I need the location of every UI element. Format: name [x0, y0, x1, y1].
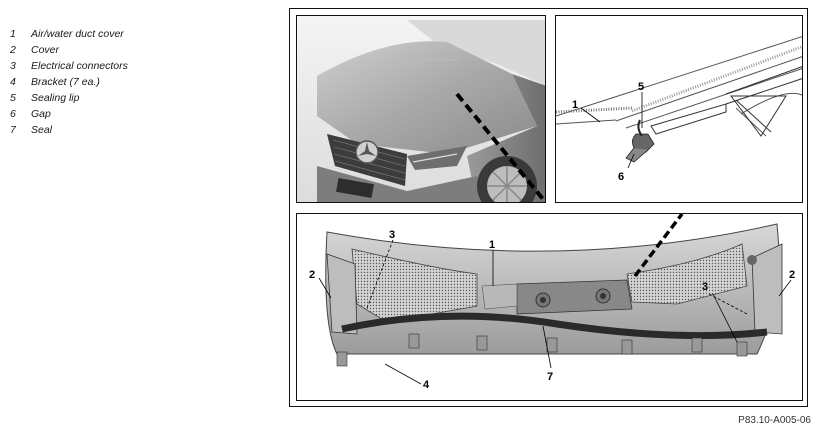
car-front-illustration	[297, 16, 545, 202]
legend-item: 4 Bracket (7 ea.)	[10, 74, 128, 90]
callout-3-left: 3	[389, 229, 395, 241]
legend-number: 1	[10, 28, 16, 40]
legend-text: Gap	[31, 108, 51, 120]
legend-number: 3	[10, 60, 16, 72]
figure-reference-code: P83.10-A005-06	[738, 415, 811, 426]
legend-text: Bracket (7 ea.)	[31, 76, 100, 88]
legend-item: 3 Electrical connectors	[10, 58, 128, 74]
legend-item: 5 Sealing lip	[10, 90, 128, 106]
callout-2-left: 2	[309, 269, 315, 281]
sealing-lip-illustration: 1 5 6	[556, 16, 802, 202]
callout-3-right: 3	[702, 281, 708, 293]
legend-text: Electrical connectors	[31, 60, 128, 72]
legend-text: Cover	[31, 44, 60, 56]
cowl-panel-view: 3 1 2 2 3 4 7	[296, 213, 803, 401]
callout-1-detail: 1	[572, 99, 578, 111]
legend-text: Sealing lip	[31, 92, 80, 104]
legend-item: 7 Seal	[10, 122, 128, 138]
legend-list: 1 Air/water duct cover 2 Cover 3 Electrical…	[10, 26, 128, 138]
legend-number: 7	[10, 124, 16, 136]
legend-number: 5	[10, 92, 16, 104]
legend-text: Seal	[31, 124, 53, 136]
legend-number: 6	[10, 108, 16, 120]
legend-text: Air/water duct cover	[31, 28, 124, 40]
car-overview-panel	[296, 15, 546, 203]
callout-4: 4	[423, 379, 430, 391]
service-illustration: 1 5 6	[289, 8, 808, 407]
sealing-lip-detail-panel: 1 5 6	[555, 15, 803, 203]
cowl-panel-illustration: 3 1 2 2 3 4 7	[297, 214, 802, 400]
legend-item: 2 Cover	[10, 42, 128, 58]
callout-5: 5	[638, 81, 644, 93]
callout-6: 6	[618, 171, 624, 183]
legend-item: 1 Air/water duct cover	[10, 26, 128, 42]
legend-item: 6 Gap	[10, 106, 128, 122]
legend-number: 4	[10, 76, 16, 88]
callout-7: 7	[547, 371, 553, 383]
legend-number: 2	[10, 44, 16, 56]
callout-1-duct: 1	[489, 239, 495, 251]
callout-2-right: 2	[789, 269, 795, 281]
